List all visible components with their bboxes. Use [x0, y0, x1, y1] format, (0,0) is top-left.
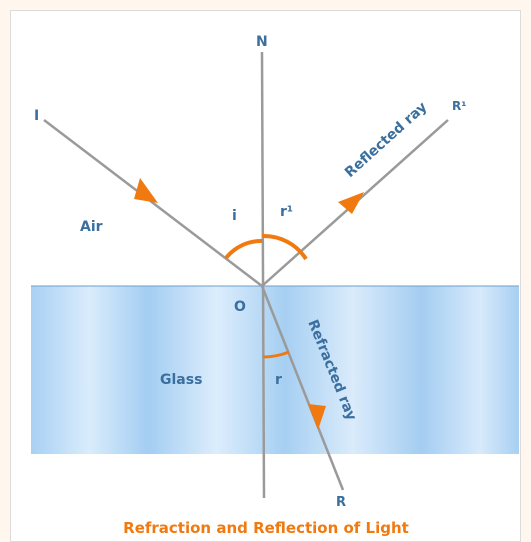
label-incident: I: [34, 108, 39, 124]
label-normal: N: [256, 34, 268, 50]
label-angle-r1: r¹: [280, 204, 293, 220]
label-angle-r: r: [275, 372, 282, 388]
label-refracted-end: R: [336, 495, 346, 510]
label-glass: Glass: [160, 372, 202, 388]
label-reflected-end: R¹: [452, 99, 467, 113]
label-reflected-ray: Reflected ray: [342, 99, 430, 181]
incident-arrow: [134, 178, 158, 203]
label-angle-i: i: [232, 208, 237, 224]
angle-arc-incidence: [226, 241, 262, 258]
label-air: Air: [80, 219, 103, 235]
incident-ray: [44, 120, 262, 286]
caption: Refraction and Reflection of Light: [123, 519, 409, 537]
glass-block: [31, 286, 519, 454]
label-origin: O: [234, 299, 246, 315]
angle-arc-reflection: [262, 236, 306, 259]
reflected-arrow: [338, 192, 364, 214]
